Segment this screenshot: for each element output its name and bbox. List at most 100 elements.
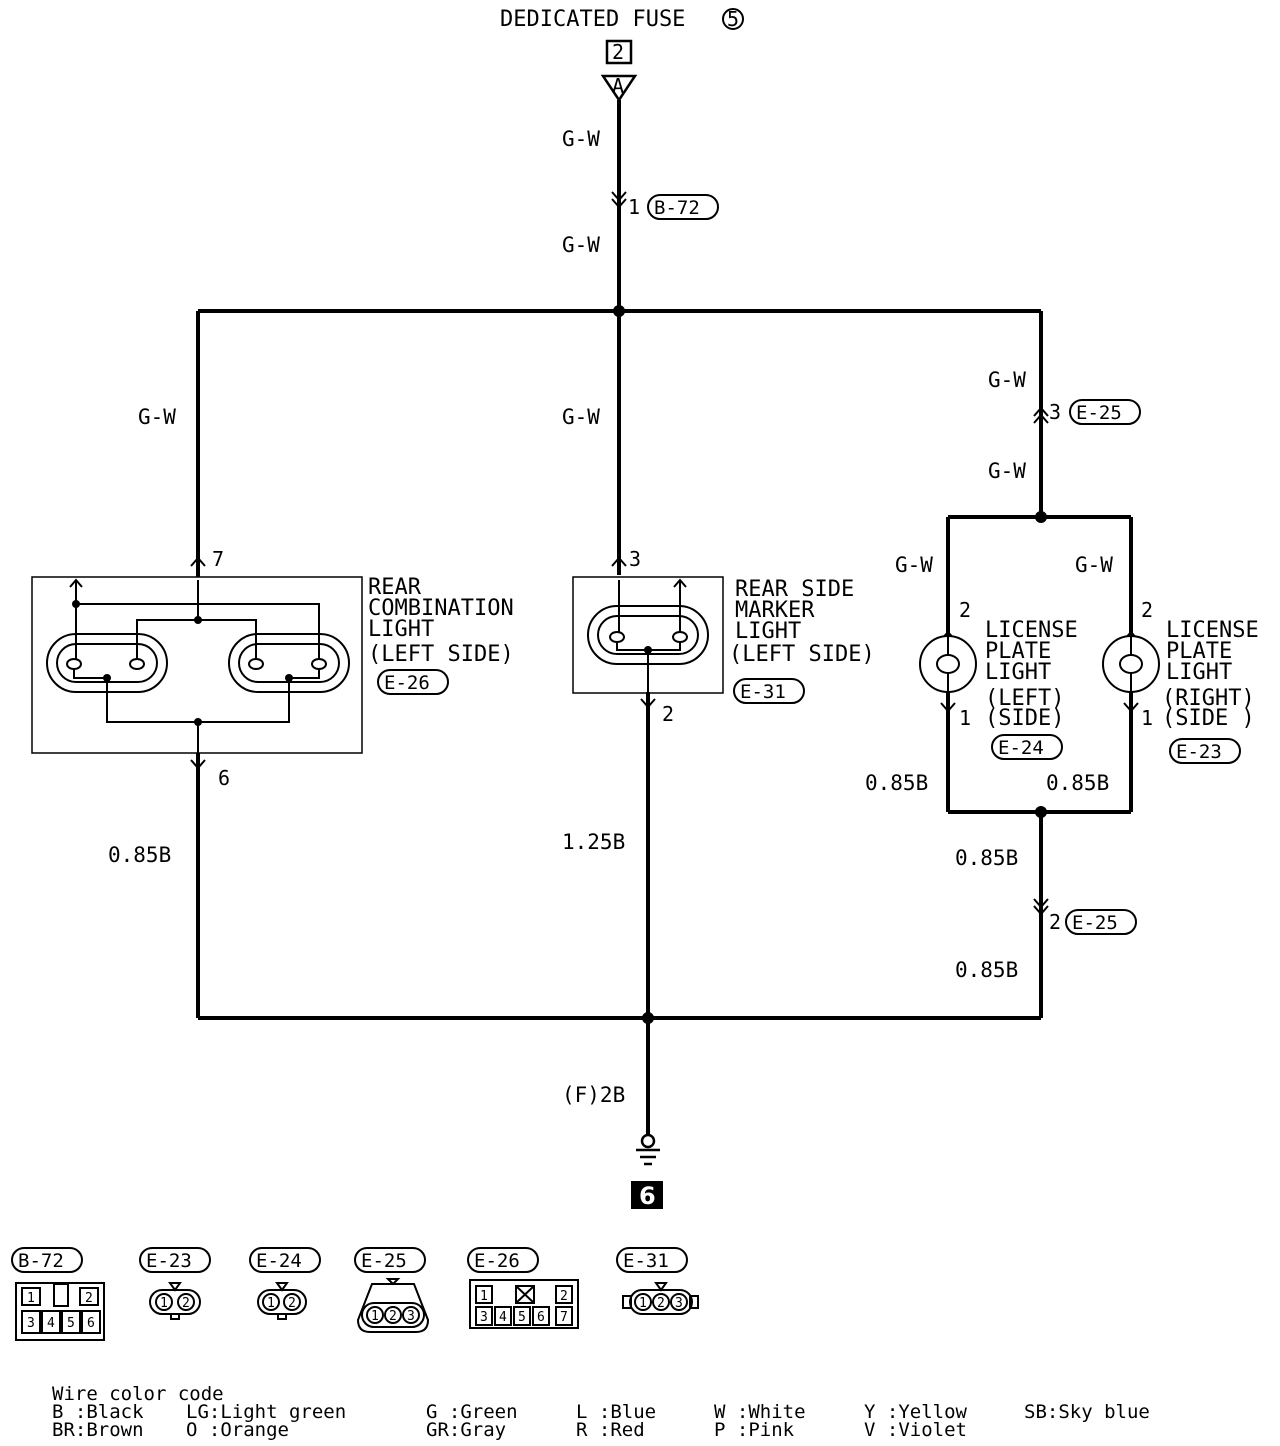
e24-view-pin-2: 2: [288, 1296, 296, 1311]
wire-label-gw-lp-right: G-W: [1075, 553, 1113, 577]
e31-pin-in: 3: [629, 547, 641, 571]
e25-label-box-top: [1069, 399, 1141, 425]
e26-view-pin-1: 1: [480, 1289, 488, 1304]
e26-view-pin-2: 2: [560, 1289, 568, 1304]
license-plate-light-right: [1102, 635, 1160, 693]
b72-view-pin-6: 6: [87, 1316, 95, 1331]
e25-pin-out: 2: [1049, 910, 1061, 934]
e23-view-pin-1: 1: [160, 1296, 168, 1311]
legend-item: W :White: [714, 1401, 806, 1423]
ground-number-box: [631, 1181, 663, 1209]
license-left-label-5: (SIDE): [985, 706, 1064, 731]
ground-number: 6: [639, 1182, 656, 1210]
license-left-label-1: LICENSE: [985, 618, 1078, 643]
e31-connector-view: [622, 1282, 699, 1315]
b72-connector-view: [15, 1282, 105, 1341]
license-right-label-4: (RIGHT): [1162, 686, 1255, 711]
e23-label: E-23: [1176, 741, 1222, 763]
b72-view-pin-5: 5: [67, 1316, 75, 1331]
fuse-connector-box: [605, 39, 633, 65]
license-right-label-3: LIGHT: [1166, 660, 1232, 685]
e31-pin-out: 2: [662, 702, 674, 726]
fuse-terminal-triangle: [600, 74, 638, 103]
rear-side-marker-label-4: (LEFT SIDE): [729, 642, 875, 667]
wire-label-b085-right-1: 0.85B: [955, 846, 1018, 870]
e26-view-pin-5: 5: [518, 1310, 526, 1325]
e24-view-pin-1: 1: [267, 1296, 275, 1311]
legend-item: L :Blue: [576, 1401, 657, 1423]
e31-view-pin-2: 2: [657, 1296, 665, 1311]
lp-left-pin-out: 1: [959, 706, 971, 730]
e25-label-bottom: E-25: [1072, 912, 1118, 934]
license-right-label-1: LICENSE: [1166, 618, 1259, 643]
legend-item: BR:Brown: [52, 1419, 144, 1441]
e24-view-label-box: [249, 1247, 321, 1273]
wire-label-b085-left: 0.85B: [108, 843, 171, 867]
e26-pin-in: 7: [212, 547, 224, 571]
e24-view-label: E-24: [256, 1250, 302, 1272]
b72-view-label-box: [11, 1247, 83, 1273]
e26-view-label: E-26: [474, 1250, 520, 1272]
e25-label-box-bottom: [1065, 909, 1137, 935]
wire-label-gw-right-2: G-W: [988, 459, 1026, 483]
e26-pin-out: 6: [218, 766, 230, 790]
b72-view-pin-1: 1: [27, 1291, 35, 1306]
fuse-connector-code: 2: [612, 40, 624, 64]
rear-combination-label-2: COMBINATION: [368, 596, 514, 621]
wire-label-b125-center: 1.25B: [562, 830, 625, 854]
wire-label-b085-right-2: 0.85B: [955, 958, 1018, 982]
lp-right-pin-in: 2: [1141, 598, 1153, 622]
e25-view-label-box: [354, 1247, 426, 1273]
license-right-label-2: PLATE: [1166, 639, 1232, 664]
e25-view-pin-1: 1: [371, 1309, 379, 1324]
e26-view-pin-6: 6: [537, 1310, 545, 1325]
legend-row: B :Black LG:Light green G :Green L :Blue…: [52, 1401, 1184, 1423]
legend-item: G :Green: [426, 1401, 518, 1423]
wire-label-ground: (F)2B: [562, 1083, 625, 1107]
license-left-label-4: (LEFT): [985, 686, 1064, 711]
rear-combination-label-1: REAR: [368, 575, 422, 600]
wire-label-gw-right-1: G-W: [988, 368, 1026, 392]
wire-label-gw-main-1: G-W: [562, 127, 600, 151]
junction-dots: [613, 305, 1047, 1024]
e31-view-label-box: [616, 1247, 688, 1273]
license-left-label-3: LIGHT: [985, 660, 1051, 685]
e26-label: E-26: [384, 672, 430, 694]
e31-view-label: E-31: [623, 1250, 669, 1272]
e26-view-pin-4: 4: [499, 1310, 507, 1325]
ground-symbol: [636, 1133, 660, 1166]
b72-view-pin-4: 4: [47, 1316, 55, 1331]
lp-left-pin-in: 2: [959, 598, 971, 622]
e23-view-label-box: [139, 1247, 211, 1273]
b72-view-pin-3: 3: [27, 1316, 35, 1331]
e26-view-label-box: [467, 1247, 539, 1273]
legend-item: GR:Gray: [426, 1419, 507, 1441]
wire-label-gw-center: G-W: [562, 405, 600, 429]
e24-label: E-24: [998, 737, 1044, 759]
rear-combination-label-3: LIGHT: [368, 617, 434, 642]
lp-right-pin-out: 1: [1141, 706, 1153, 730]
fuse-number: 5: [727, 7, 739, 31]
wire-label-gw-main-2: G-W: [562, 233, 600, 257]
legend-item: V :Violet: [864, 1419, 967, 1441]
rear-side-marker-label-2: MARKER: [735, 598, 815, 623]
legend-item: R :Red: [576, 1419, 645, 1441]
e25-view-pin-3: 3: [407, 1309, 415, 1324]
e25-connector-view: [356, 1278, 430, 1333]
e23-view-label: E-23: [146, 1250, 192, 1272]
legend-item: O :Orange: [186, 1419, 289, 1441]
license-plate-light-left: [919, 635, 977, 693]
license-left-label-2: PLATE: [985, 639, 1051, 664]
e26-view-pin-3: 3: [480, 1310, 488, 1325]
connector-chevrons: [190, 191, 1139, 916]
e23-label-box: [1169, 738, 1241, 764]
wire-label-b085-lp-left: 0.85B: [865, 771, 928, 795]
legend-item: [1024, 1421, 1184, 1439]
fuse-number-circle: [722, 8, 744, 30]
b72-pin: 1: [628, 195, 640, 219]
e25-view-label: E-25: [361, 1250, 407, 1272]
e23-connector-view: [149, 1282, 201, 1320]
e25-label-top: E-25: [1076, 402, 1122, 424]
rear-combination-light: [31, 576, 363, 754]
